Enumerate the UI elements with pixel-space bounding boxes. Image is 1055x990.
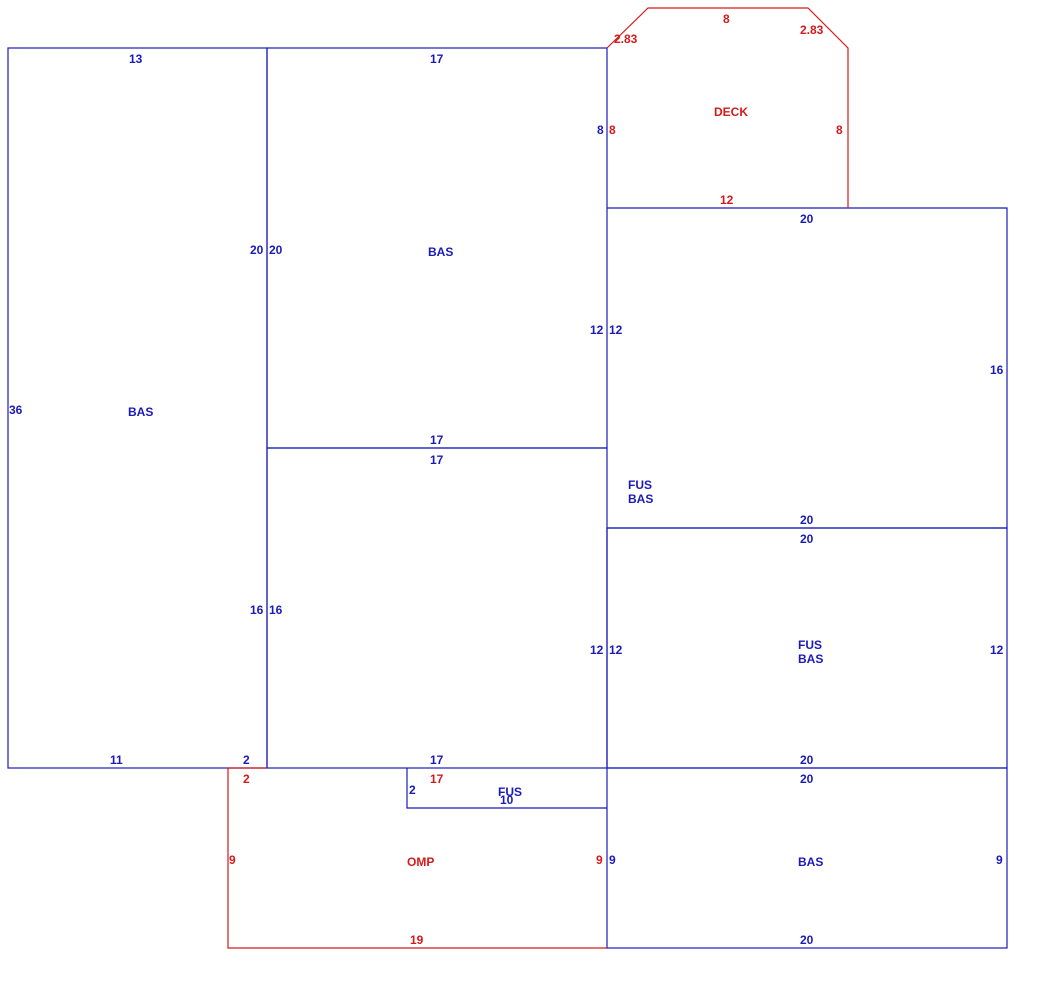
bas-bottom-outline xyxy=(606,767,1008,949)
dim-deck-left: 8 xyxy=(609,123,616,137)
dim-omp-top: 17 xyxy=(430,772,444,786)
area-label-omp: OMP xyxy=(407,855,434,869)
area-labels: BAS BAS FUS BAS FUS BAS BAS FUS OMP DECK xyxy=(128,105,823,869)
dim-upper-right-a: 12 xyxy=(590,323,604,337)
dim-left-bottom: 11 xyxy=(110,753,123,767)
area-label-bas-middle: BAS xyxy=(628,492,653,506)
dim-upper-bottom: 17 xyxy=(430,433,444,447)
dim-bottom-bottom: 20 xyxy=(800,933,814,947)
area-label-bas-bottom: BAS xyxy=(798,855,823,869)
deck-outline xyxy=(606,7,849,208)
area-label-bas-upper: BAS xyxy=(428,245,453,259)
fus-bas-middle-outline xyxy=(266,447,608,769)
dim-right-mid-bottom: 20 xyxy=(800,753,814,767)
dim-left-top: 13 xyxy=(129,52,143,66)
open-areas-outlines xyxy=(227,7,849,949)
dim-deck-top: 8 xyxy=(723,12,730,26)
dim-middle-left-a: 16 xyxy=(250,603,264,617)
dim-left-bottom-short: 2 xyxy=(243,753,250,767)
dim-middle-top: 17 xyxy=(430,453,444,467)
dim-right-upper-bottom: 20 xyxy=(800,513,814,527)
dim-right-upper-side: 16 xyxy=(990,363,1004,377)
dim-left-side: 36 xyxy=(9,403,23,417)
dim-right-upper-top: 20 xyxy=(800,212,814,226)
dim-bottom-left: 9 xyxy=(609,853,616,867)
dim-deck-diag-left: 2.83 xyxy=(614,32,638,46)
area-label-deck: DECK xyxy=(714,105,748,119)
dim-middle-right-a: 12 xyxy=(590,643,604,657)
dim-upper-top: 17 xyxy=(430,52,444,66)
area-label-bas-right: BAS xyxy=(798,652,823,666)
dim-fus-side: 2 xyxy=(409,783,416,797)
omp-outline xyxy=(227,767,607,949)
dim-upper-left-a: 20 xyxy=(250,243,264,257)
dim-omp-left: 9 xyxy=(229,853,236,867)
dimension-labels-red: 2 17 9 9 19 8 2.83 2.83 8 8 12 xyxy=(229,12,843,947)
dim-bottom-right: 9 xyxy=(996,853,1003,867)
dim-deck-right: 8 xyxy=(836,123,843,137)
dim-middle-right-b: 12 xyxy=(609,643,623,657)
dim-deck-diag-right: 2.83 xyxy=(800,23,824,37)
dim-bottom-top: 20 xyxy=(800,772,814,786)
area-label-fus-right: FUS xyxy=(798,638,822,652)
area-label-bas-left: BAS xyxy=(128,405,153,419)
dim-upper-right: 8 xyxy=(597,123,604,137)
area-label-fus-small: FUS xyxy=(498,785,522,799)
dim-right-mid-top: 20 xyxy=(800,532,814,546)
building-outlines xyxy=(7,47,1008,949)
dimension-labels-blue: 13 36 11 2 17 20 20 8 12 12 17 17 16 16 … xyxy=(9,52,1004,947)
dim-deck-bottom: 12 xyxy=(720,193,734,207)
dim-omp-right: 9 xyxy=(596,853,603,867)
dim-upper-left-b: 20 xyxy=(269,243,283,257)
dim-middle-left-b: 16 xyxy=(269,603,283,617)
dim-upper-right-b: 12 xyxy=(609,323,623,337)
fus-bas-right-upper-outline xyxy=(607,207,1008,529)
area-label-fus-middle: FUS xyxy=(628,478,652,492)
dim-omp-top-short: 2 xyxy=(243,772,250,786)
fus-small-outline xyxy=(406,768,607,809)
dim-middle-bottom: 17 xyxy=(430,753,444,767)
dim-omp-bottom: 19 xyxy=(410,933,424,947)
dim-right-mid-side: 12 xyxy=(990,643,1004,657)
dim-fus-bottom: 10 xyxy=(500,793,514,807)
